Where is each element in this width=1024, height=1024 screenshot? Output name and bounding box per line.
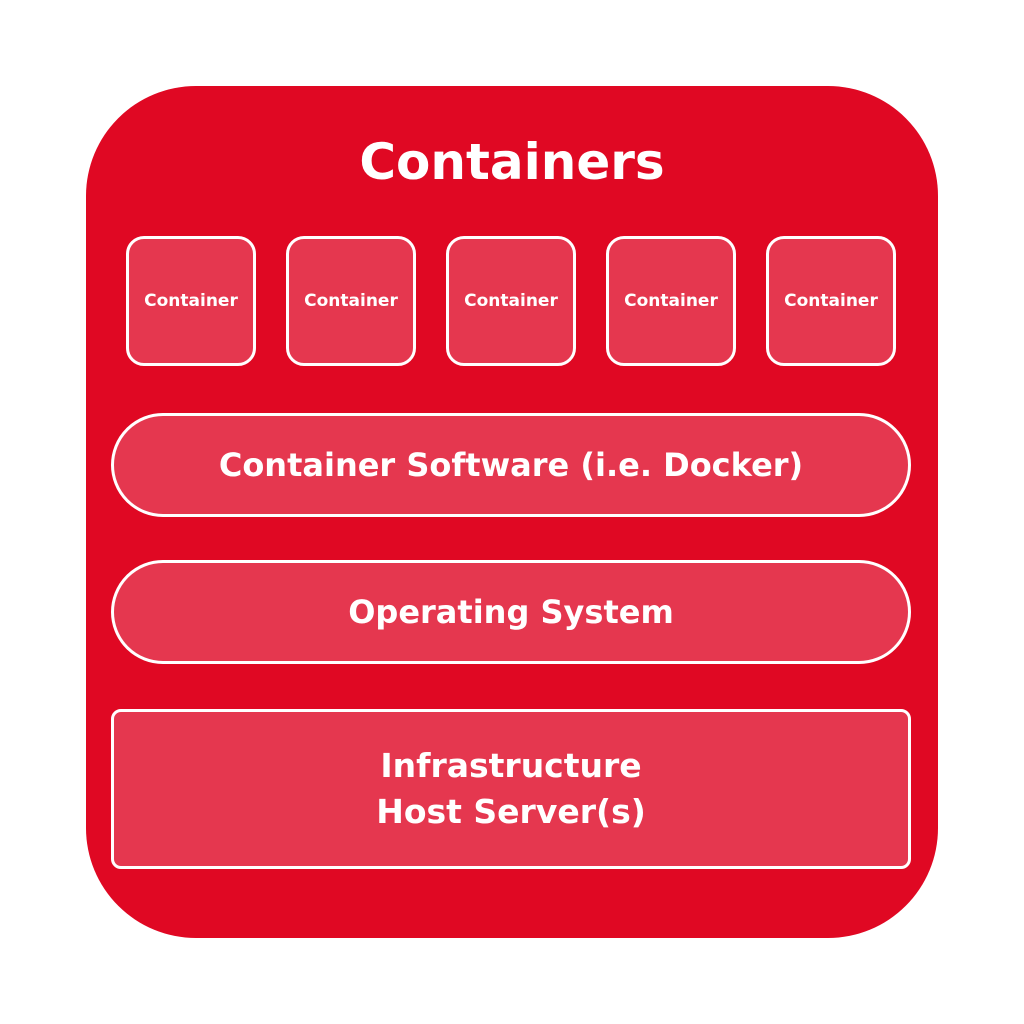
operating-system-layer: Operating System — [111, 560, 911, 664]
container-box: Container — [286, 236, 416, 366]
infrastructure-layer: Infrastructure Host Server(s) — [111, 709, 911, 869]
diagram-title: Containers — [359, 133, 665, 191]
container-software-layer: Container Software (i.e. Docker) — [111, 413, 911, 517]
container-box: Container — [126, 236, 256, 366]
container-box: Container — [606, 236, 736, 366]
container-box: Container — [766, 236, 896, 366]
infrastructure-label: Infrastructure — [380, 746, 642, 785]
host-servers-label: Host Server(s) — [376, 792, 646, 831]
container-box: Container — [446, 236, 576, 366]
